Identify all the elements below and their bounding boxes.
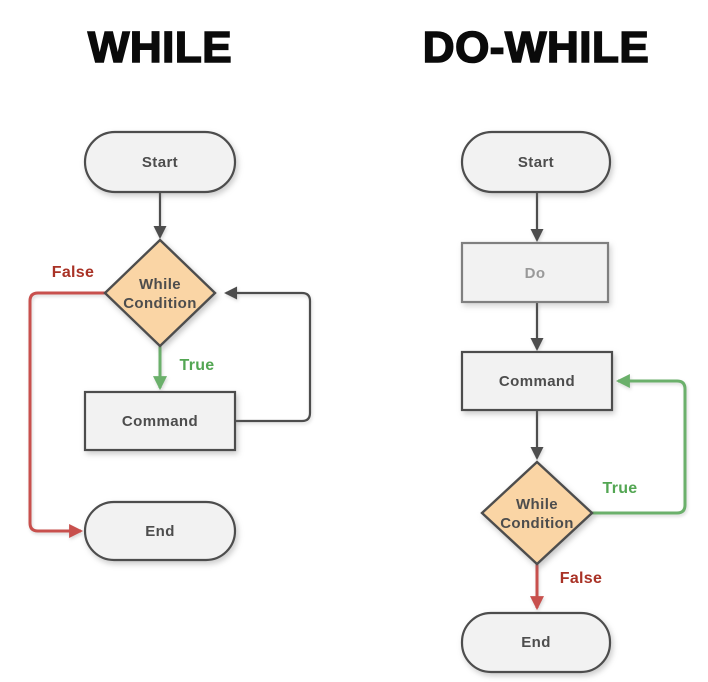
do-while-end-node (460, 611, 612, 674)
do-while-do-node (460, 241, 610, 304)
do-while-false-label: False (560, 570, 602, 587)
while-flowchart: False True Start While Condition Command… (28, 130, 312, 562)
do-while-condition-label-line1: While (516, 496, 558, 513)
do-while-start-node (460, 130, 612, 194)
while-command-node (83, 390, 237, 452)
do-while-command-node (460, 350, 614, 412)
do-while-start-label: Start (518, 154, 554, 171)
while-start-label: Start (142, 154, 178, 171)
do-while-true-label: True (603, 480, 638, 497)
do-while-condition-label-line2: Condition (500, 515, 574, 532)
while-condition-label-line1: While (139, 276, 181, 293)
do-while-condition-diamond (480, 460, 594, 566)
while-title: WHILE (88, 23, 232, 72)
while-true-label: True (180, 357, 215, 374)
while-command-label: Command (122, 413, 198, 430)
while-end-label: End (145, 523, 175, 540)
while-start-node (83, 130, 237, 194)
do-while-do-label: Do (525, 265, 546, 282)
while-arrow-false-condition-to-end (28, 291, 105, 538)
while-arrow-loop-command-to-condition (224, 286, 312, 423)
do-while-flowchart: True False Start Do Command While Condit… (460, 130, 687, 674)
do-while-title: DO-WHILE (423, 23, 649, 72)
do-while-arrow-true-condition-to-command (592, 374, 687, 515)
do-while-command-label: Command (499, 373, 575, 390)
while-condition-diamond (103, 238, 217, 348)
while-end-node (83, 500, 237, 562)
while-false-label: False (52, 264, 94, 281)
while-condition-label-line2: Condition (123, 295, 197, 312)
do-while-end-label: End (521, 634, 551, 651)
